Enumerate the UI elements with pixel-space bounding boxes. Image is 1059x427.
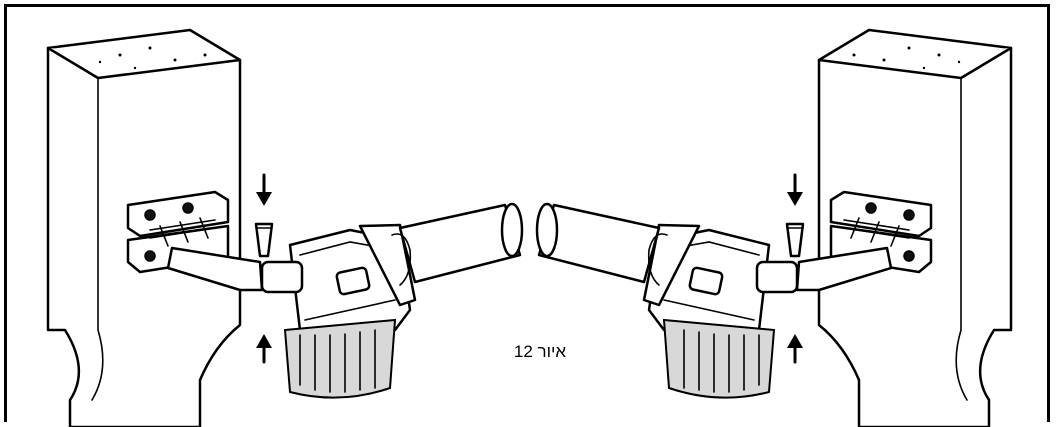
arrow-up-icon — [256, 334, 272, 364]
left-assembly — [46, 28, 524, 427]
left-actuator-arm — [391, 202, 524, 286]
right-motor — [642, 223, 799, 399]
left-pin — [254, 222, 274, 258]
left-motor — [260, 223, 417, 399]
right-assembly — [535, 28, 1013, 427]
figure-caption: איור 12 — [513, 342, 567, 361]
arrow-up-icon — [787, 334, 803, 364]
arrow-down-icon — [787, 173, 803, 206]
left-wall-bracket — [126, 190, 264, 292]
right-pin — [785, 222, 805, 258]
pillar-texture — [98, 46, 207, 70]
right-actuator-arm — [535, 202, 668, 286]
arrow-down-icon — [256, 173, 272, 206]
right-wall-bracket — [795, 190, 933, 292]
